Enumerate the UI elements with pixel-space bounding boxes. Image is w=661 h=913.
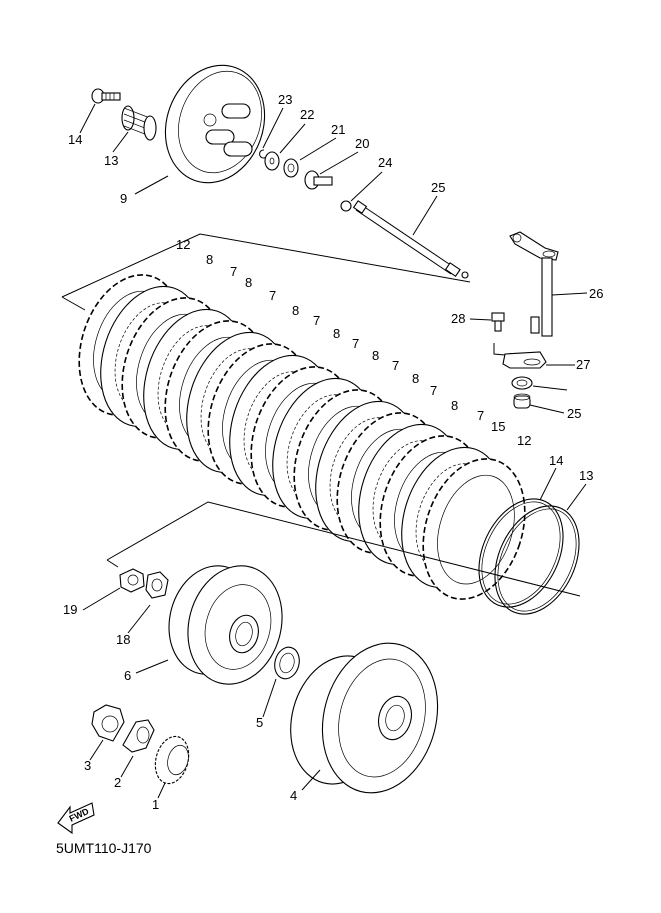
diagram-code: 5UMT110-J170 [56,840,152,856]
part-24-push-lever-shaft [509,231,559,337]
leader-14 [539,467,557,501]
bracket-upper-left [61,296,86,311]
label-8-b: 8 [245,275,252,290]
leader-4 [301,769,321,791]
part-9-pressure-plate [164,64,266,184]
label-17: 19 [63,602,77,617]
part-27-plate [493,343,547,369]
label-12-top: 12 [176,237,190,252]
part-26-oil-seal [511,376,533,390]
leader-2 [120,755,134,778]
label-6: 6 [124,668,131,683]
label-8-g: 8 [451,398,458,413]
label-8-c: 8 [292,303,299,318]
label-7-e: 7 [392,358,399,373]
label-7-d: 7 [352,336,359,351]
part-19-bearing [283,158,299,178]
leader-6 [135,659,169,674]
part-10-spring [121,105,157,141]
clutch-plate-stack [78,274,526,600]
leader-3 [89,739,104,761]
part-25-bearing [513,393,531,409]
friction-plate [422,458,526,600]
label-10: 13 [104,153,118,168]
leader-21 [262,107,284,149]
label-8-d: 8 [333,326,340,341]
label-1: 1 [152,797,159,812]
part-28-bolt [491,312,505,332]
label-12-end: 12 [517,433,531,448]
leader-20 [279,123,306,154]
label-15: 15 [491,419,505,434]
label-14: 14 [549,453,563,468]
label-18: 20 [355,136,369,151]
label-22: 24 [378,155,392,170]
part-4-clutch-housing [290,642,439,794]
label-3: 3 [84,758,91,773]
label-27: 27 [576,357,590,372]
leader-16 [127,604,151,634]
label-4: 4 [290,788,297,803]
bracket-lower-left [106,559,119,568]
part-6-clutch-boss [168,565,283,685]
label-28: 28 [451,311,465,326]
label-2: 2 [114,775,121,790]
label-13: 13 [579,468,593,483]
part-23-push-rod-2 [352,200,469,279]
label-7-c: 7 [313,313,320,328]
bracket-upper [61,233,471,298]
label-8-e: 8 [372,348,379,363]
part-17-nut [119,568,145,593]
label-25: 25 [567,406,581,421]
leader-13 [566,483,587,511]
part-22-ball [340,200,352,212]
leader-1 [157,782,166,799]
bracket-lower [106,501,581,597]
leader-24 [551,292,588,296]
label-21: 23 [278,92,292,107]
label-20: 22 [300,107,314,122]
label-7-f: 7 [430,383,437,398]
part-18-push-rod-1 [304,170,333,190]
label-7-a: 7 [230,264,237,279]
leader-23 [412,195,438,236]
part-20-washer [264,151,280,171]
label-7-b: 7 [269,288,276,303]
leader-18 [319,151,359,175]
part-14-ring [478,498,564,608]
leader-26 [532,385,568,391]
leader-28 [469,318,492,321]
label-8-f: 8 [412,371,419,386]
label-24: 26 [589,286,603,301]
part-13-ring [494,505,580,615]
fwd-arrow-icon: FWD [57,802,95,835]
part-16-lock-washer [145,571,169,599]
label-16: 18 [116,632,130,647]
part-11-bolt [91,88,121,104]
part-5-washer [274,646,300,680]
label-8-a: 8 [206,252,213,267]
label-19: 21 [331,122,345,137]
part-2-lock-washer [122,719,155,753]
leader-11 [79,103,96,134]
label-7-g: 7 [477,408,484,423]
leader-22 [350,171,383,202]
label-9: 9 [120,191,127,206]
leader-19 [299,137,337,161]
leader-5 [262,678,277,718]
label-23: 25 [431,180,445,195]
leader-9 [134,175,169,195]
part-1-gear [154,735,190,785]
leader-10 [112,131,129,153]
leader-25 [529,404,565,414]
label-11: 14 [68,132,82,147]
part-3-nut [91,704,125,742]
label-5: 5 [256,715,263,730]
leader-17 [82,587,121,611]
